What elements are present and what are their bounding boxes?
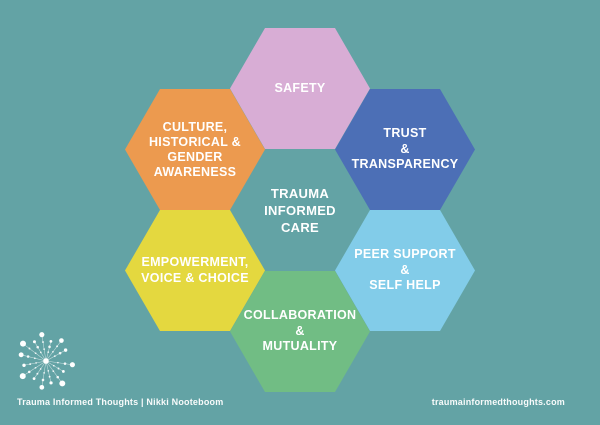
hexagon-culture-line: GENDER: [167, 149, 223, 164]
hexagon-trust-transparency: TRUST & TRANSPARENCY: [335, 89, 475, 210]
footer-website-text: traumainformedthoughts.com: [431, 397, 565, 407]
hexagon-culture-label: CULTURE, HISTORICAL & GENDER AWARENESS: [149, 120, 241, 180]
hexagon-peer-line: PEER SUPPORT: [354, 247, 456, 262]
hexagon-peer-line: SELF HELP: [369, 278, 441, 293]
hexagon-peer-support-self-help: PEER SUPPORT & SELF HELP: [335, 210, 475, 331]
hexagon-collaboration-line: COLLABORATION: [243, 308, 357, 323]
hexagon-safety-label: SAFETY: [274, 81, 325, 97]
hexagon-collaboration-line: MUTUALITY: [262, 339, 338, 354]
hexagon-empowerment-line: EMPOWERMENT,: [141, 255, 249, 269]
center-label-line: CARE: [280, 220, 320, 235]
hexagon-trust-line: TRANSPARENCY: [351, 157, 459, 172]
hexagon-trust-line: TRUST: [383, 126, 427, 141]
hexagon-safety-line: SAFETY: [274, 80, 326, 95]
hexagon-empowerment-line: VOICE & CHOICE: [141, 270, 249, 285]
hexagon-empowerment-label: EMPOWERMENT, VOICE & CHOICE: [141, 255, 249, 286]
hexagon-trust-label: TRUST & TRANSPARENCY: [352, 126, 459, 173]
dandelion-logo-icon: [18, 332, 75, 390]
hexagon-peer-label: PEER SUPPORT & SELF HELP: [354, 247, 456, 294]
footer-credit-text: Trauma Informed Thoughts | Nikki Nootebo…: [17, 397, 224, 407]
hexagon-collaboration-label: COLLABORATION & MUTUALITY: [244, 308, 357, 355]
hexagon-culture-line: HISTORICAL &: [148, 134, 242, 149]
center-label-line: INFORMED: [264, 203, 336, 218]
center-zone: TRAUMA INFORMED CARE: [230, 150, 370, 271]
hexagon-culture-line: CULTURE,: [162, 119, 228, 134]
hexagon-collaboration-line: &: [295, 323, 305, 338]
hexagon-culture-line: AWARENESS: [153, 164, 237, 179]
hexagon-peer-line: &: [400, 262, 410, 277]
center-label-line: TRAUMA: [270, 186, 330, 201]
hexagon-trust-line: &: [400, 141, 410, 156]
center-label: TRAUMA INFORMED CARE: [264, 185, 336, 236]
